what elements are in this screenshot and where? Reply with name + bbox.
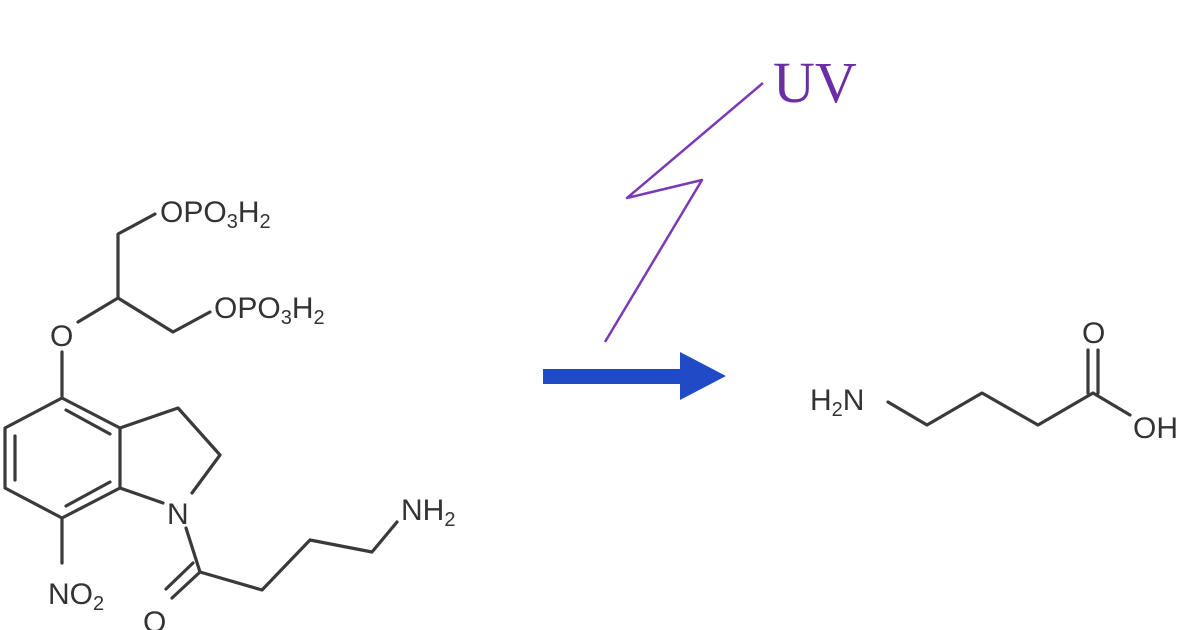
ether-oxygen-label: O [50,320,73,353]
reactant-molecule: OPO3H2 OPO3H2 O N NO2 O NH2 [3,196,455,630]
carbonyl-oxygen-label: O [143,606,166,630]
benzene-ring [3,396,122,520]
product-chain [886,391,1132,427]
amine-label: NH2 [401,494,455,531]
product-amine-label: H2N [810,384,864,421]
ring-nitrogen-label: N [167,498,189,531]
arrow-head [680,352,726,400]
product-carbonyl-oxygen-label: O [1082,317,1105,350]
carbonyl-bond [164,561,195,591]
bond [116,296,212,334]
phosphate-label-top: OPO3H2 [160,196,271,233]
uv-label: UV [773,50,857,115]
product-molecule: H2N O OH [810,317,1178,445]
phosphate-label-mid: OPO3H2 [214,292,325,329]
bond [76,212,157,324]
double-bond [64,408,112,436]
bond [118,486,165,505]
reactant-bonds [3,212,399,600]
carbonyl-bond [170,570,202,600]
pyrroline-ring [118,406,222,495]
bond [184,520,399,592]
lightning-bolt-icon [603,82,764,343]
arrow-shaft [543,369,685,384]
product-hydroxyl-label: OH [1133,412,1178,445]
double-bond [64,480,112,508]
reaction-arrow [543,352,726,400]
nitro-label: NO2 [48,578,104,615]
